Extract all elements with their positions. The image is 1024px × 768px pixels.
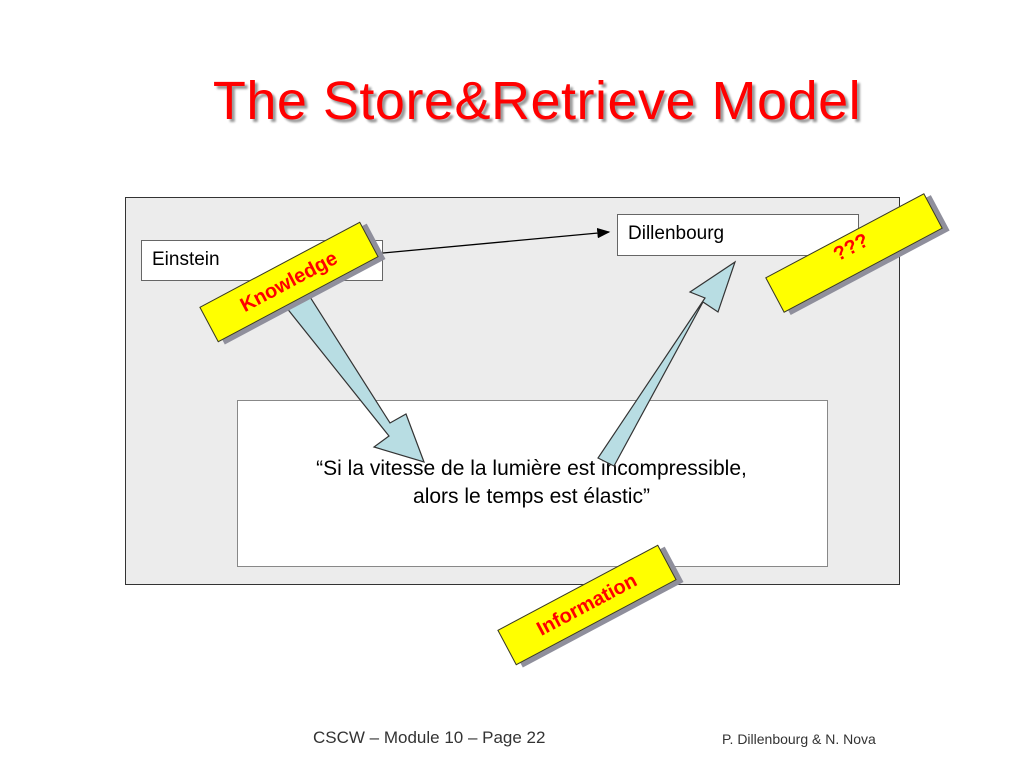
slide-title: The Store&Retrieve Model	[212, 71, 862, 131]
dillenbourg-label: Dillenbourg	[628, 223, 725, 244]
quote-text: “Si la vitesse de la lumière est incompr…	[237, 455, 826, 511]
footer-authors: P. Dillenbourg & N. Nova	[722, 731, 876, 747]
quote-line-2: alors le temps est élastic”	[413, 485, 650, 508]
einstein-label: Einstein	[152, 249, 220, 270]
footer-page-info: CSCW – Module 10 – Page 22	[313, 728, 546, 747]
quote-line-1: “Si la vitesse de la lumière est incompr…	[316, 457, 747, 480]
